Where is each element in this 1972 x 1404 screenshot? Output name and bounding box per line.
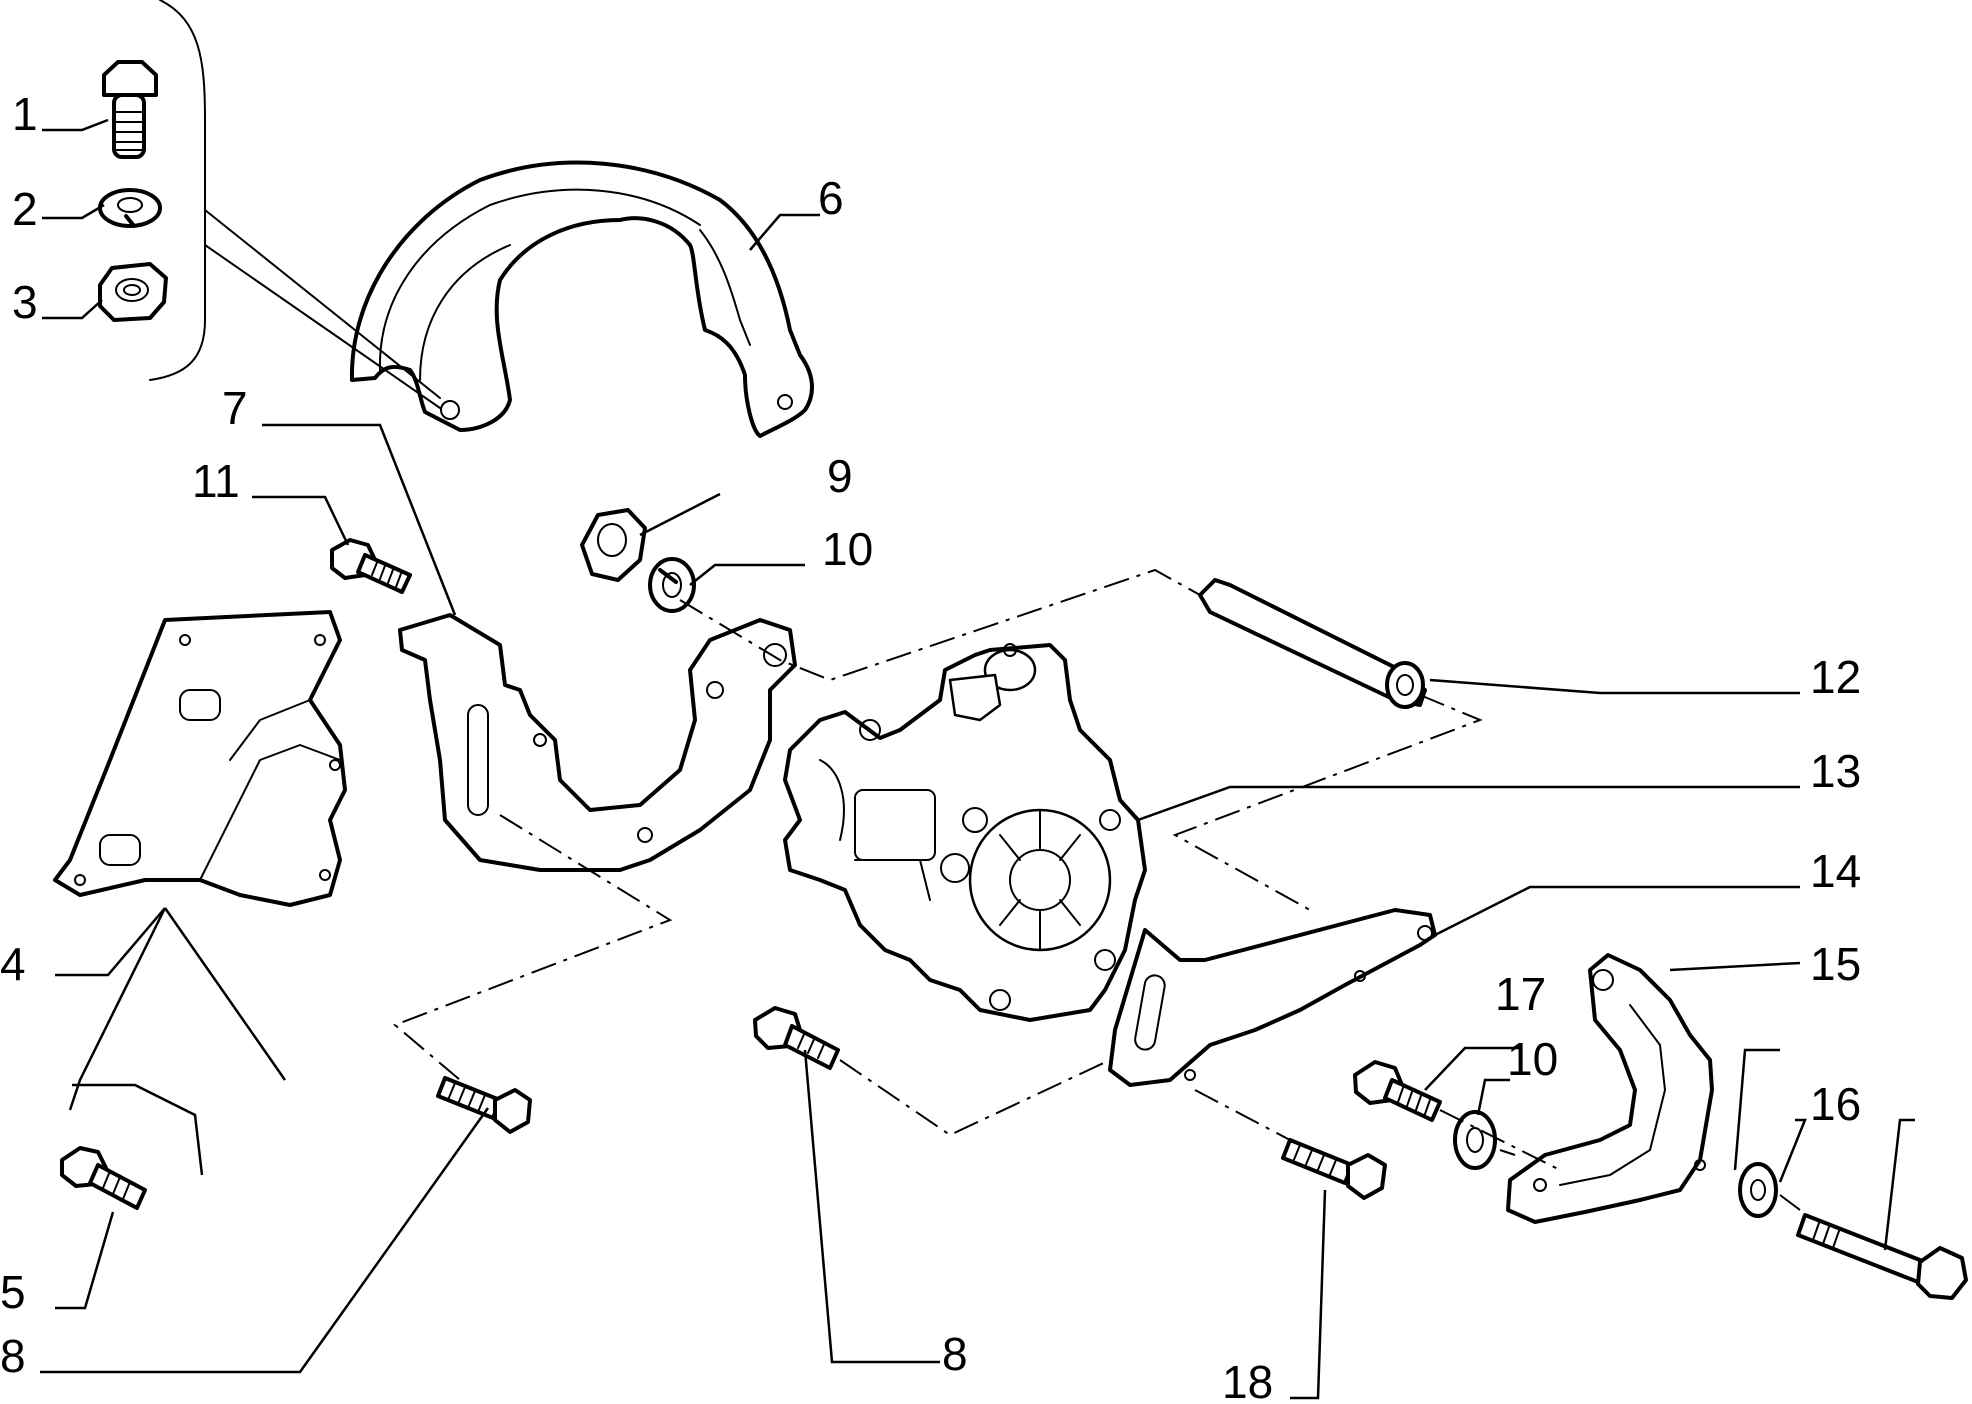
part-number-labels: 1 2 3 4 5 6 7 8 8 9 10 10 11 12 13 14 15…: [0, 88, 1861, 1404]
label-5: 5: [0, 1266, 26, 1318]
part-14-bracket: [1108, 908, 1437, 1087]
part-16-long-bolt: [1738, 1162, 1968, 1300]
label-13: 13: [1810, 745, 1861, 797]
label-7: 7: [222, 382, 248, 434]
part-10-washer-lower: [1453, 1110, 1497, 1170]
part-8-bolt-left: [436, 1076, 532, 1134]
part-9-nut: [580, 508, 647, 582]
part-10-washer-upper: [648, 557, 696, 613]
part-8-bolt-middle: [753, 1006, 840, 1070]
label-11: 11: [192, 455, 240, 507]
label-14: 14: [1810, 845, 1861, 897]
part-11-bolt: [330, 538, 412, 594]
label-8-left: 8: [0, 1330, 26, 1382]
label-10-upper: 10: [822, 523, 873, 575]
assembly-centerlines: [393, 568, 1801, 1211]
label-3: 3: [12, 276, 38, 328]
label-2: 2: [12, 183, 38, 235]
label-12: 12: [1810, 651, 1861, 703]
label-16: 16: [1810, 1078, 1861, 1130]
label-18: 18: [1222, 1356, 1273, 1404]
part-1-bolt: [102, 60, 158, 159]
label-15: 15: [1810, 938, 1861, 990]
part-17-bolt: [1353, 1060, 1442, 1122]
label-1: 1: [12, 88, 38, 140]
part-15-bracket: [1506, 953, 1714, 1224]
part-7-bracket: [398, 613, 797, 872]
part-6-arch-guard: [349, 160, 814, 438]
label-8-bottom: 8: [942, 1328, 968, 1380]
label-10-lower: 10: [1507, 1033, 1558, 1085]
label-6: 6: [818, 172, 844, 224]
part-5-bolt: [60, 1146, 147, 1210]
part-3-nut: [98, 262, 168, 322]
leader-lines: [40, 118, 1915, 1400]
part-18-bolt: [1281, 1138, 1387, 1200]
kit-to-guard-leader: [204, 209, 441, 409]
label-9: 9: [827, 450, 853, 502]
label-17: 17: [1495, 968, 1546, 1020]
part-13-pump: [783, 643, 1147, 1022]
part-12-pin: [1198, 578, 1427, 709]
hardware-kit-bracket: [149, 0, 206, 381]
label-4: 4: [0, 938, 26, 990]
part-2-washer: [98, 188, 162, 228]
part-4-plate: [53, 610, 347, 907]
